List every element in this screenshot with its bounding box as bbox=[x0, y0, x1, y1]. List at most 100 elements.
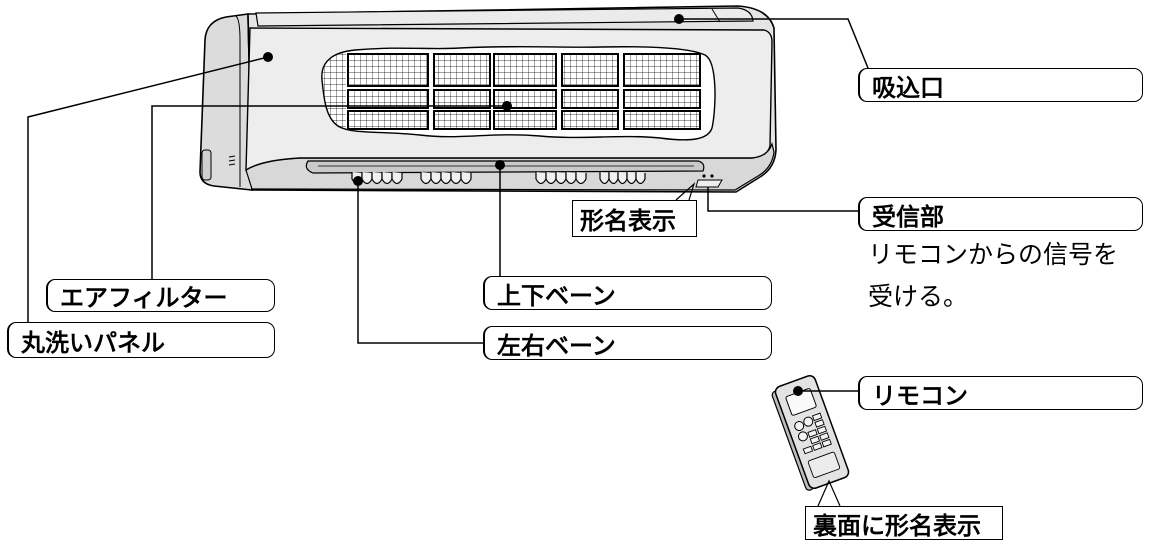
remote-button bbox=[797, 431, 808, 442]
filter-cutaway-outline bbox=[321, 45, 716, 141]
filter-cell bbox=[347, 110, 429, 130]
leader-air-filter bbox=[151, 105, 507, 279]
side-marks bbox=[228, 155, 236, 166]
remote-key bbox=[811, 412, 823, 422]
receiver-dot bbox=[710, 174, 714, 178]
filter-cell bbox=[561, 110, 619, 130]
filter-cell bbox=[347, 89, 429, 109]
anchor-dot-suction-inlet bbox=[674, 14, 684, 24]
filter-cell bbox=[493, 53, 557, 87]
louver-blade bbox=[635, 172, 646, 185]
leader-lines bbox=[27, 18, 869, 507]
remote-key bbox=[807, 429, 818, 438]
anchor-dot-up-down-vane bbox=[495, 160, 505, 170]
callout-left-right-vane: 左右ベーン bbox=[483, 326, 772, 360]
callout-text: エアフィルター bbox=[60, 284, 228, 312]
leader-washable-panel bbox=[27, 56, 269, 322]
leader-suction-inlet bbox=[679, 18, 869, 69]
callout-text: 左右ベーン bbox=[497, 331, 616, 360]
filter-cell bbox=[347, 53, 429, 87]
remote-lower-panel bbox=[807, 451, 841, 479]
receiver-window bbox=[695, 179, 723, 188]
remote-key bbox=[816, 425, 828, 435]
louver-blade bbox=[575, 172, 587, 185]
side-vent bbox=[201, 149, 212, 181]
louver-blade bbox=[450, 172, 462, 185]
remote-key bbox=[819, 432, 830, 441]
filter-cell bbox=[561, 89, 619, 109]
louver-blade bbox=[565, 172, 577, 185]
remote-key bbox=[821, 438, 832, 448]
remote-button bbox=[803, 416, 814, 427]
louver-blade bbox=[626, 172, 637, 185]
pointer-back-model-name-display bbox=[817, 479, 841, 507]
callout-model-name-display: 形名表示 bbox=[572, 200, 697, 237]
louver-blade bbox=[555, 172, 567, 185]
louver-blade bbox=[371, 172, 383, 185]
leader-left-right-vane bbox=[357, 181, 483, 344]
suction-grille bbox=[255, 7, 754, 27]
remote-key bbox=[809, 435, 821, 445]
louver-blade bbox=[599, 172, 610, 185]
louver-blade bbox=[617, 172, 628, 185]
grille-end-mark bbox=[711, 8, 721, 23]
louver-blade bbox=[608, 172, 619, 185]
receiver-dot bbox=[702, 174, 706, 178]
filter-frame bbox=[347, 53, 701, 130]
receiver-note-line: リモコンからの信号を bbox=[868, 240, 1119, 269]
callout-receiver: 受信部 bbox=[858, 197, 1143, 231]
remote-key bbox=[814, 419, 825, 428]
left-end-cap bbox=[199, 13, 253, 191]
filter-cell bbox=[561, 53, 619, 87]
remote-button bbox=[794, 421, 805, 432]
callout-suction-inlet: 吸込口 bbox=[858, 68, 1143, 102]
filter-cell bbox=[623, 110, 701, 130]
up-down-vane bbox=[305, 160, 705, 174]
filter-cell bbox=[433, 89, 491, 109]
pointer-model-name-display bbox=[675, 182, 696, 201]
anchor-dot-air-filter bbox=[502, 101, 512, 111]
louver-blade bbox=[430, 172, 442, 185]
anchor-dot-left-right-vane bbox=[353, 176, 363, 186]
louver-blade bbox=[381, 172, 393, 185]
callout-back-model-name-display: 裏面に形名表示 bbox=[805, 506, 1003, 540]
remote-key bbox=[812, 442, 823, 451]
callout-up-down-vane: 上下ベーン bbox=[483, 276, 772, 310]
callout-remote-control: リモコン bbox=[858, 376, 1143, 410]
louver-blade bbox=[361, 172, 373, 185]
callout-text: 受信部 bbox=[872, 202, 944, 231]
callout-text: 裏面に形名表示 bbox=[813, 511, 981, 540]
remote-round-buttons bbox=[794, 416, 814, 442]
filter-cell bbox=[433, 110, 491, 130]
remote-key-grid bbox=[802, 412, 832, 455]
filter-cell bbox=[623, 89, 701, 109]
anchor-dot-remote-control bbox=[793, 386, 803, 396]
left-right-vanes bbox=[351, 172, 646, 185]
signal-receiver bbox=[695, 174, 723, 188]
filter-cell bbox=[493, 110, 557, 130]
leader-receiver bbox=[707, 187, 858, 212]
filter-cell bbox=[623, 53, 701, 87]
callout-text: 上下ベーン bbox=[497, 281, 616, 310]
callout-text: 形名表示 bbox=[580, 207, 676, 235]
callout-text: リモコン bbox=[872, 381, 968, 410]
louver-blade bbox=[535, 172, 547, 185]
anchor-dots bbox=[263, 14, 803, 396]
remote-key bbox=[802, 445, 814, 455]
callout-washable-panel: 丸洗いパネル bbox=[7, 322, 275, 358]
louver-blade bbox=[545, 172, 557, 185]
callout-text: 吸込口 bbox=[872, 73, 944, 102]
indoor-unit bbox=[199, 5, 777, 193]
louver-blade bbox=[460, 172, 472, 185]
louver-blade bbox=[391, 172, 403, 185]
callout-air-filter: エアフィルター bbox=[46, 279, 275, 312]
end-cap-front-edge bbox=[235, 15, 241, 187]
louver-blade bbox=[420, 172, 432, 185]
louver-blade bbox=[440, 172, 452, 185]
remote-control bbox=[771, 375, 850, 491]
callout-text: 丸洗いパネル bbox=[21, 328, 165, 357]
filter-cell bbox=[433, 53, 491, 87]
receiver-note-line: 受ける。 bbox=[868, 282, 969, 311]
